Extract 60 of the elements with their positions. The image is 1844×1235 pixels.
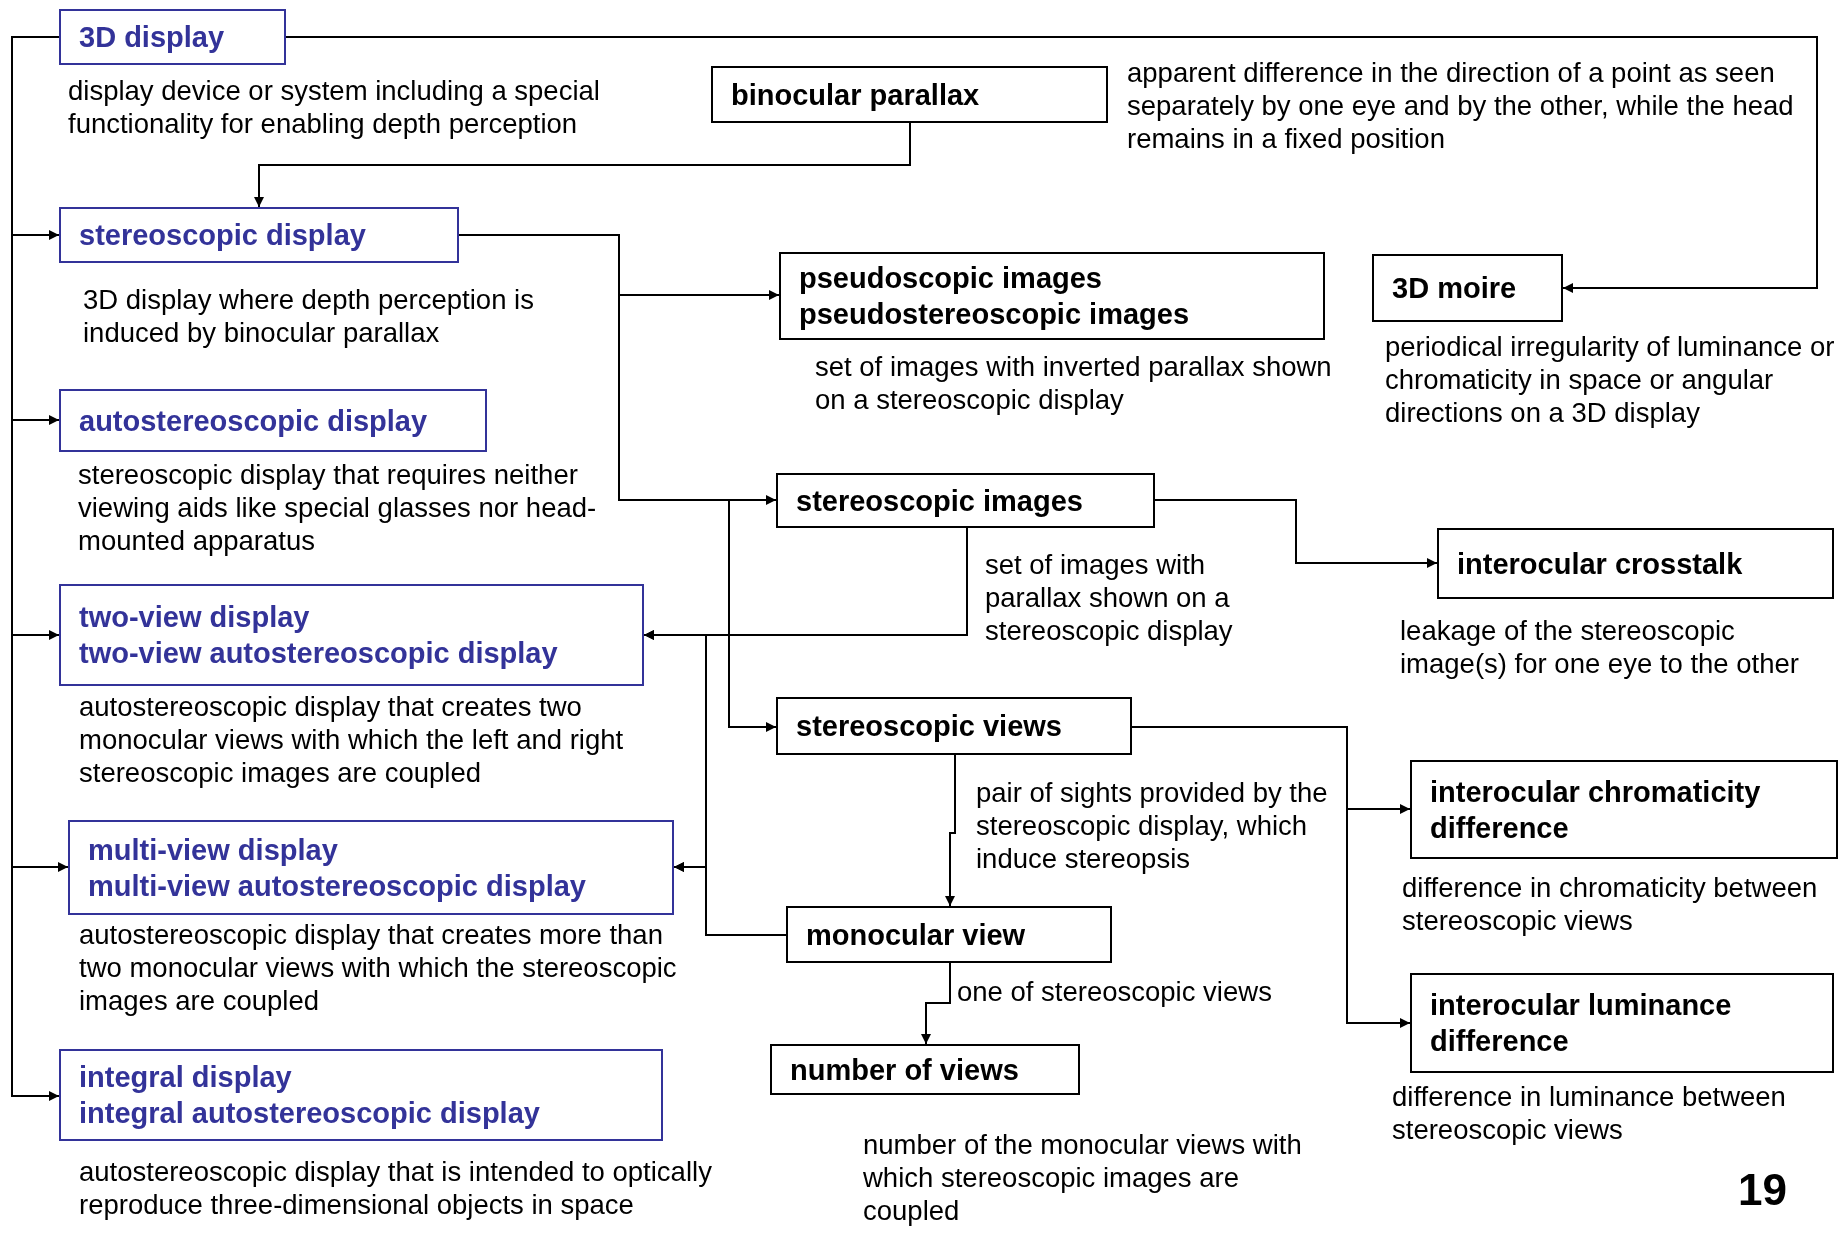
arrow xyxy=(11,36,60,1101)
term-name: stereoscopic display xyxy=(79,218,367,253)
term-name: integral display xyxy=(79,1060,293,1095)
definition-text: number of the monocular views with which stereoscopic images are coupled xyxy=(863,1128,1303,1227)
term-box xyxy=(1372,254,1563,322)
term-name: monocular view xyxy=(806,917,1027,953)
arrow xyxy=(945,754,956,907)
definition-text: set of images with inverted parallax shown on a stereoscopic display xyxy=(815,350,1333,416)
term-name: interocular chromaticity difference xyxy=(1430,774,1762,846)
term-name: 3D display xyxy=(79,20,226,55)
term-name: autostereoscopic display xyxy=(79,403,429,439)
term-box xyxy=(59,389,487,452)
definition-text: set of images with parallax shown on a stereoscopic display xyxy=(985,548,1234,647)
term-name: binocular parallax xyxy=(731,77,981,113)
term-name: pseudoscopic images xyxy=(799,261,1103,296)
term-name: stereoscopic images xyxy=(796,483,1084,519)
term-box xyxy=(779,252,1325,340)
term-name: 3D moire xyxy=(1392,271,1518,306)
definition-text: periodical irregularity of luminance or chromaticity in space or angular directions on a 3D display xyxy=(1385,330,1835,429)
term-name: two-view display xyxy=(79,600,311,635)
definition-text: apparent difference in the direction of a point as seen separately by one eye and by the other, while the head remains in a fixed position xyxy=(1127,56,1795,155)
term-name: integral autostereoscopic display xyxy=(79,1096,541,1131)
page-number: 19 xyxy=(1738,1165,1787,1215)
term-name: multi-view display xyxy=(88,832,339,868)
definition-text: autostereoscopic display that is intended to optically reproduce three-dimensional objects in space xyxy=(79,1155,713,1221)
term-name: stereoscopic views xyxy=(796,709,1063,744)
arrow xyxy=(673,862,787,936)
term-name: two-view autostereoscopic display xyxy=(79,636,559,671)
term-box xyxy=(59,9,286,65)
term-box xyxy=(786,906,1112,963)
term-name: multi-view autostereoscopic display xyxy=(88,868,587,904)
term-name: pseudostereoscopic images xyxy=(799,297,1191,332)
definition-text: difference in chromaticity between stereoscopic views xyxy=(1402,871,1819,937)
definition-text: leakage of the stereoscopic image(s) for one eye to the other xyxy=(1400,614,1800,680)
definition-text: display device or system including a special functionality for enabling depth perception xyxy=(68,74,601,140)
definition-text: autostereoscopic display that creates more than two monocular views with which the stereoscopic images are coupled xyxy=(79,918,678,1017)
term-box xyxy=(59,207,459,263)
arrow xyxy=(254,122,911,208)
term-name: interocular crosstalk xyxy=(1457,546,1744,582)
arrow xyxy=(285,36,1818,293)
term-box xyxy=(711,66,1108,123)
term-box xyxy=(776,473,1155,528)
arrow xyxy=(1154,499,1438,568)
definition-text: difference in luminance between stereoscopic views xyxy=(1392,1080,1787,1146)
term-box xyxy=(59,584,644,686)
term-box xyxy=(1410,973,1834,1073)
definition-text: one of stereoscopic views xyxy=(957,975,1273,1008)
term-name: number of views xyxy=(790,1052,1020,1088)
term-box xyxy=(68,820,674,915)
term-box xyxy=(776,697,1132,755)
term-box xyxy=(1437,528,1834,599)
definition-text: 3D display where depth perception is induced by binocular parallax xyxy=(83,283,535,349)
definition-text: pair of sights provided by the stereoscopic display, which induce stereopsis xyxy=(976,776,1329,875)
term-box xyxy=(59,1049,663,1141)
definition-text: stereoscopic display that requires neither viewing aids like special glasses nor head-mounted apparatus xyxy=(78,458,598,557)
term-box xyxy=(770,1044,1080,1095)
term-box xyxy=(1410,760,1838,859)
definition-text: autostereoscopic display that creates two monocular views with which the left and right stereoscopic images are coupled xyxy=(79,690,625,789)
arrow xyxy=(921,962,951,1045)
term-name: interocular luminance difference xyxy=(1430,988,1733,1059)
